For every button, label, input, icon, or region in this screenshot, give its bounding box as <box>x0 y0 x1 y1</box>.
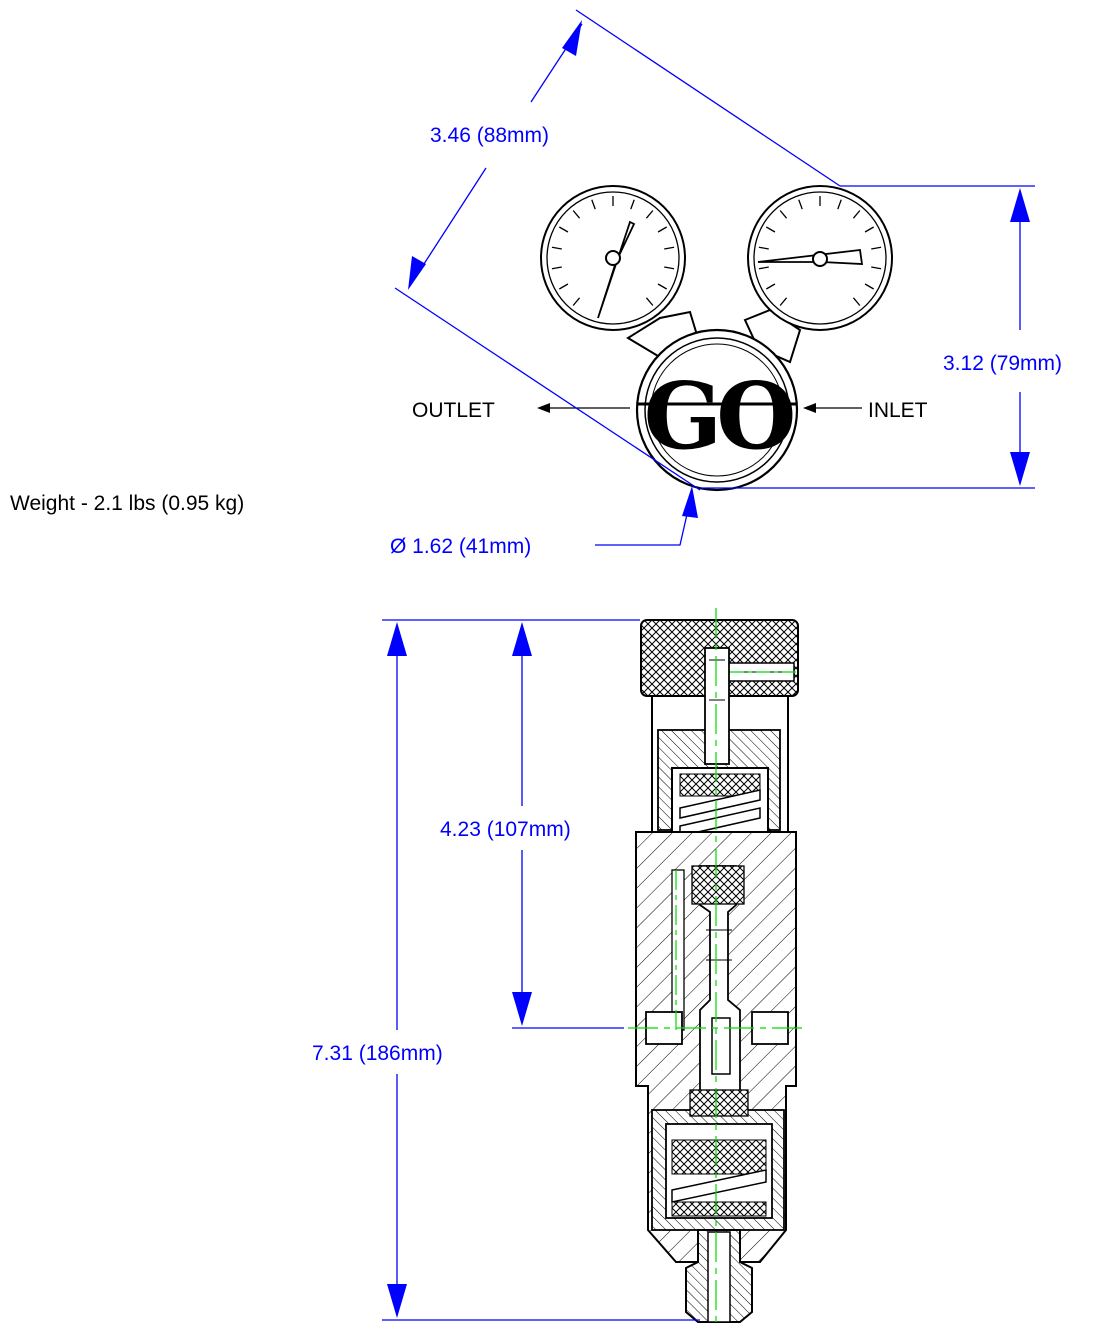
gauge-tick <box>645 210 654 219</box>
gauge-tick <box>779 297 788 306</box>
gauge-tick <box>864 226 875 233</box>
knob-logo: GO <box>644 362 794 470</box>
overall-length-dimension: 7.31 (186mm) <box>312 1042 443 1065</box>
gauge-tick <box>572 297 581 306</box>
gauge-tick <box>852 210 861 219</box>
gauge-tick <box>779 210 788 219</box>
left-gauge <box>540 185 686 331</box>
gauge-tick <box>645 297 654 306</box>
gauge-tick <box>551 266 562 270</box>
gauge-tick <box>871 246 882 250</box>
inlet-arrow <box>803 403 816 413</box>
gauge-tick <box>758 246 769 250</box>
gauge-tick <box>864 283 875 290</box>
right-gauge <box>747 185 893 331</box>
left-gauge-ticks <box>551 196 675 306</box>
gauge-tick <box>765 283 776 290</box>
gauge-tick <box>798 199 803 210</box>
gauge-tick <box>657 226 668 233</box>
gauge-tick <box>630 199 635 210</box>
gauge-tick <box>572 210 581 219</box>
gauge-tick <box>837 199 842 210</box>
weight-label: Weight - 2.1 lbs (0.95 kg) <box>10 492 244 515</box>
gauge-tick <box>591 199 596 210</box>
outlet-arrow <box>537 403 550 413</box>
gauge-tick <box>871 266 882 270</box>
section-view-dimensions: 4.23 (107mm) 7.31 (186mm) <box>312 619 700 1321</box>
gauge-tick <box>765 226 776 233</box>
gauge-tick <box>551 246 562 250</box>
diameter-dimension: Ø 1.62 (41mm) <box>390 535 531 558</box>
gauge-tick <box>664 246 675 250</box>
outlet-label: OUTLET <box>412 399 495 422</box>
gauge-tick <box>852 297 861 306</box>
front-view-dimensions: 3.46 (88mm) 3.12 (79mm) Ø 1.62 (41mm) <box>390 9 1062 558</box>
gauge-tick <box>558 226 569 233</box>
regulator-knob: GO <box>635 328 799 492</box>
diagonal-width-dimension: 3.46 (88mm) <box>430 124 549 147</box>
gauge-tick <box>758 266 769 270</box>
gauge-tick <box>657 283 668 290</box>
front-height-dimension: 3.12 (79mm) <box>943 352 1062 375</box>
inlet-label: INLET <box>868 399 928 422</box>
gauge-tick <box>558 283 569 290</box>
port-distance-dimension: 4.23 (107mm) <box>440 818 571 841</box>
section-view <box>628 608 806 1325</box>
gauge-tick <box>664 266 675 270</box>
right-gauge-ticks <box>758 196 882 306</box>
front-view: GO OUTLET INLET Weight - 2.1 lbs (0.95 k… <box>10 185 928 515</box>
